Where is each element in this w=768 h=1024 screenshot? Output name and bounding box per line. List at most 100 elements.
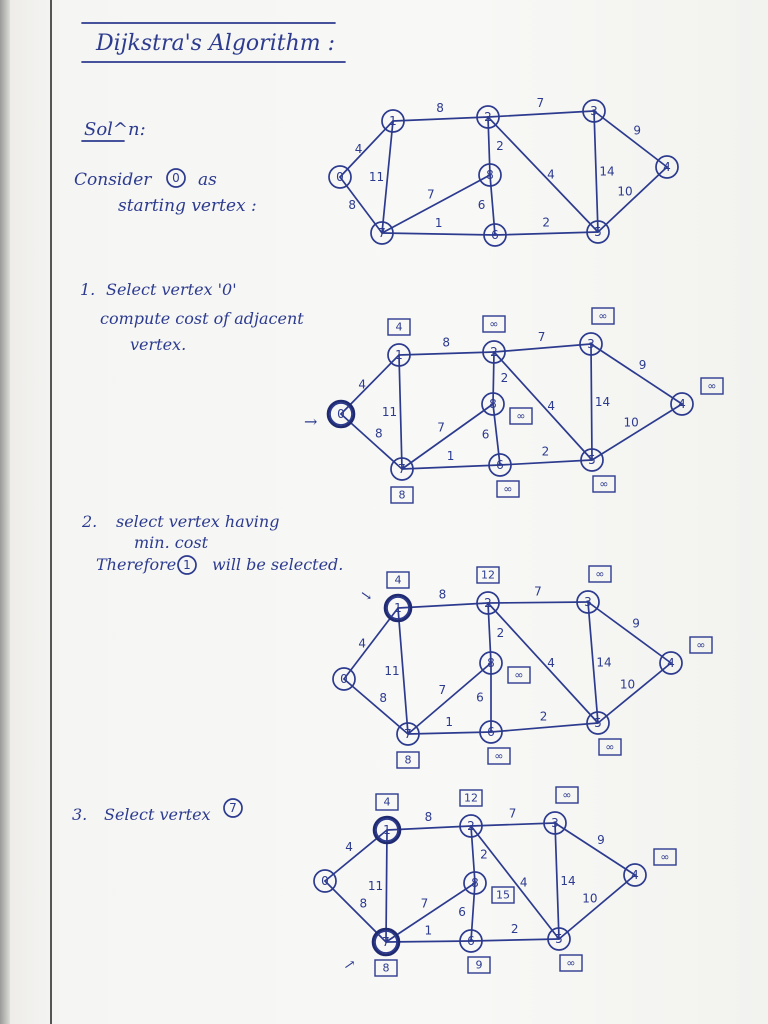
select-arrow-3: → — [340, 955, 359, 975]
edge-weight-3-5: 14 — [595, 395, 610, 409]
vertex-1 — [387, 343, 411, 367]
edge-6-8 — [470, 882, 476, 942]
edge-weight-6-8: 6 — [482, 428, 490, 442]
edge-weight-6-8: 6 — [478, 198, 486, 212]
edge-weight-1-2: 8 — [439, 588, 447, 602]
edge-weight-7-8: 7 — [427, 187, 435, 201]
edge-4-5 — [597, 166, 668, 233]
edge-7-8 — [385, 882, 476, 943]
edge-weight-1-7: 11 — [368, 879, 383, 893]
edge-weight-6-7: 1 — [425, 924, 433, 938]
vertex-2 — [482, 340, 506, 364]
edge-1-7 — [381, 120, 394, 234]
vertex-4 — [623, 863, 647, 887]
edge-weight-5-6: 2 — [540, 710, 548, 724]
vertex-2 — [476, 591, 500, 615]
vertex-label-6: 6 — [491, 228, 499, 242]
edge-weight-4-5: 10 — [617, 184, 632, 198]
vertex-label-0: 0 — [340, 672, 348, 686]
cost-box-4 — [653, 848, 677, 866]
edge-1-7 — [397, 607, 409, 735]
edge-2-5 — [487, 602, 599, 724]
vertex-label-8: 8 — [471, 876, 479, 890]
step2-number: 2. — [81, 512, 97, 531]
edge-weight-3-4: 9 — [633, 123, 641, 137]
step2-circled-label: 1 — [183, 558, 191, 572]
cost-value-3: ∞ — [562, 789, 571, 802]
page-edge — [0, 0, 10, 1024]
vertex-8 — [463, 871, 487, 895]
vertex-7 — [390, 457, 414, 481]
edge-weight-1-7: 11 — [369, 170, 384, 184]
edge-weight-7-8: 7 — [421, 896, 429, 910]
cost-value-5: ∞ — [605, 741, 614, 754]
vertex-label-2: 2 — [467, 819, 475, 833]
edge-5-6 — [499, 459, 593, 466]
edge-weight-2-3: 7 — [538, 330, 546, 344]
vertex-label-6: 6 — [496, 458, 504, 472]
vertex-label-7: 7 — [378, 226, 386, 240]
intro-text-1: Consider — [74, 170, 152, 190]
edge-1-2 — [392, 116, 489, 122]
edge-3-5 — [554, 822, 560, 940]
vertex-label-3: 3 — [587, 337, 595, 351]
edge-6-7 — [407, 731, 492, 735]
edge-3-4 — [554, 822, 636, 876]
edge-0-7 — [343, 678, 409, 735]
edge-weight-1-2: 8 — [425, 810, 433, 824]
edge-7-8 — [401, 403, 494, 470]
vertex-label-1: 1 — [389, 114, 397, 128]
vertex-label-0: 0 — [321, 874, 329, 888]
step1-number: 1. — [80, 280, 95, 299]
circled-vertex-1 — [177, 555, 197, 575]
vertex-label-2: 2 — [490, 345, 498, 359]
vertex-0 — [328, 165, 352, 189]
edge-3-5 — [590, 343, 593, 461]
vertex-5 — [586, 220, 610, 244]
edge-weight-3-5: 14 — [596, 656, 611, 670]
cost-value-4: ∞ — [660, 851, 669, 864]
cost-value-5: ∞ — [599, 478, 608, 491]
vertex-label-8: 8 — [487, 656, 495, 670]
intro-text-1-end: as — [198, 170, 217, 190]
vertex-8 — [479, 651, 503, 675]
edge-weight-0-7: 8 — [359, 897, 367, 911]
cost-value-4: ∞ — [696, 639, 705, 652]
vertex-label-4: 4 — [678, 397, 686, 411]
edge-weight-2-8: 2 — [480, 848, 488, 862]
edge-weight-0-1: 4 — [358, 378, 366, 392]
vertex-3 — [576, 590, 600, 614]
vertex-3 — [579, 332, 603, 356]
edge-weight-7-8: 7 — [439, 683, 447, 697]
step1-line2: compute cost of adjacent — [100, 309, 304, 328]
vertex-1 — [381, 109, 405, 133]
edge-weight-2-3: 7 — [537, 96, 545, 110]
edge-weight-7-8: 7 — [437, 421, 445, 435]
edge-3-5 — [593, 110, 599, 233]
edge-4-5 — [558, 874, 636, 940]
vertex-label-4: 4 — [631, 868, 639, 882]
edge-weight-6-7: 1 — [435, 216, 443, 230]
circled-vertex-0 — [166, 168, 186, 188]
vertex-label-7: 7 — [398, 462, 406, 476]
vertex-label-0: 0 — [336, 170, 344, 184]
start-arrow-1: → — [304, 412, 317, 431]
edge-weight-2-5: 4 — [520, 876, 528, 890]
edge-weight-3-4: 9 — [597, 833, 605, 847]
edge-1-2 — [397, 602, 489, 609]
edge-0-1 — [343, 607, 399, 680]
edge-3-5 — [587, 601, 599, 724]
cost-box-2 — [459, 789, 483, 807]
edge-weight-5-6: 2 — [511, 922, 519, 936]
vertex-1-selected-ring — [383, 593, 413, 623]
edge-2-3 — [470, 822, 556, 827]
vertex-4 — [659, 651, 683, 675]
vertex-label-7: 7 — [382, 935, 390, 949]
vertex-4 — [655, 155, 679, 179]
edge-weight-2-8: 2 — [497, 626, 505, 640]
cost-box-7 — [374, 959, 398, 977]
